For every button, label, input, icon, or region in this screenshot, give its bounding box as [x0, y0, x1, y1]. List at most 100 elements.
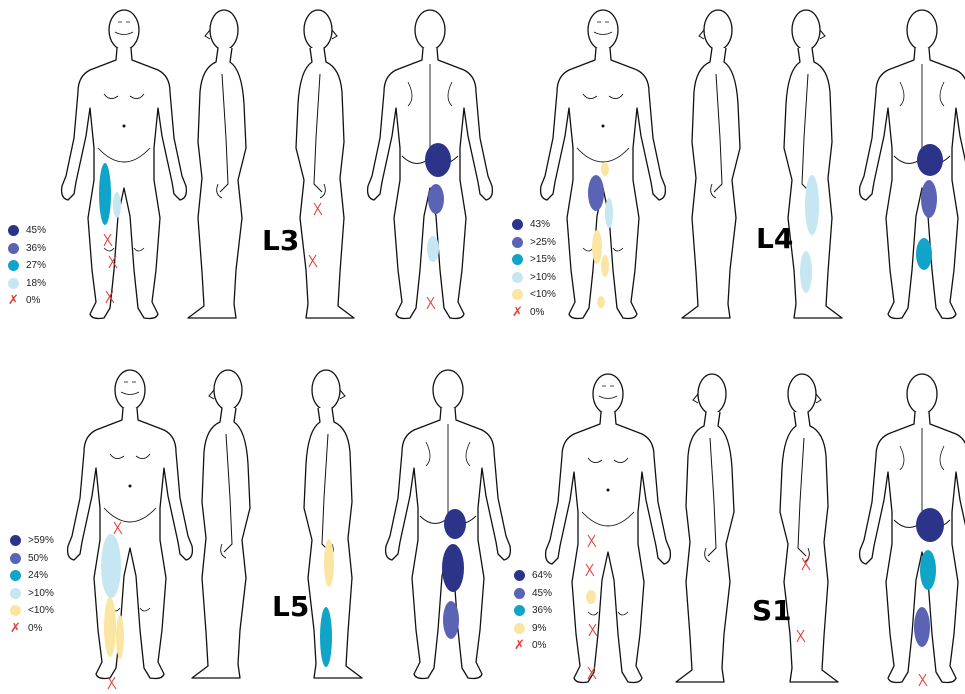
body-side-figure: [682, 10, 740, 318]
legend-swatch: [514, 623, 525, 634]
legend-label: 50%: [28, 553, 48, 564]
region-over59: [442, 544, 464, 592]
legend-swatch: [8, 243, 19, 254]
region-over25: [921, 180, 937, 218]
region-over25: [588, 175, 604, 211]
legend-item: >59%: [10, 532, 54, 550]
body-side-figure: [296, 10, 354, 318]
body-side-figure: [784, 10, 842, 318]
legend-item: 27%: [8, 257, 46, 275]
legend-item: 45%: [514, 585, 552, 603]
legend-label: 0%: [532, 640, 546, 651]
root-label-l4: L4: [756, 222, 793, 255]
legend-item: 9%: [514, 620, 552, 638]
region-under10: [104, 597, 116, 657]
region-under10: [601, 255, 609, 277]
legend-swatch: [514, 605, 525, 616]
legend-label: <10%: [28, 605, 54, 616]
legend-label: >10%: [530, 272, 556, 283]
legend-label: 0%: [28, 623, 42, 634]
body-side-figure: [304, 370, 362, 678]
region-over10: [605, 198, 613, 228]
legend-item: 36%: [514, 602, 552, 620]
legend-label: >15%: [530, 254, 556, 265]
legend-item: 24%: [10, 567, 54, 585]
body-side-figure: [192, 370, 250, 678]
panel-l5: [68, 370, 511, 689]
legend-item: >10%: [10, 585, 54, 603]
legend-l5: >59% 50% 24% >10% <10% ✗ 0%: [10, 532, 54, 637]
legend-label: 45%: [532, 588, 552, 599]
legend-label: 9%: [532, 623, 546, 634]
legend-item: ✗0%: [8, 292, 46, 310]
legend-label: >25%: [530, 237, 556, 248]
region-36: [920, 550, 936, 590]
legend-label: <10%: [530, 289, 556, 300]
region-45: [914, 607, 930, 647]
legend-swatch: [512, 289, 523, 300]
legend-swatch: [8, 278, 19, 289]
legend-swatch: [8, 225, 19, 236]
legend-label: 43%: [530, 219, 550, 230]
region-50: [443, 601, 459, 639]
x-mark-icon: ✗: [512, 307, 523, 318]
legend-item: 64%: [514, 567, 552, 585]
x-mark: [427, 297, 435, 309]
body-side-figure: [676, 374, 734, 682]
legend-item: ✗ 0%: [514, 637, 552, 655]
region-45: [425, 143, 451, 177]
legend-item: 36%: [8, 240, 46, 258]
region-over59: [444, 509, 466, 539]
region-under10: [324, 539, 334, 587]
region-24: [320, 607, 332, 667]
root-label-l5: L5: [272, 590, 309, 623]
region-under10: [592, 230, 602, 264]
root-label-s1: S1: [752, 594, 792, 627]
x-mark-icon: ✗: [8, 295, 19, 306]
region-over10: [800, 251, 812, 293]
legend-swatch: [514, 570, 525, 581]
legend-s1: 64% 45% 36% 9% ✗ 0%: [514, 567, 552, 655]
legend-item: ✗ 0%: [10, 620, 54, 638]
body-front-figure: [546, 374, 671, 683]
legend-label: 36%: [26, 243, 46, 254]
legend-label: 27%: [26, 260, 46, 271]
legend-swatch: [512, 254, 523, 265]
legend-l3: 45%36%27%18%✗0%: [8, 222, 46, 310]
legend-item: ✗ 0%: [512, 304, 556, 322]
legend-swatch: [514, 588, 525, 599]
region-over10: [101, 534, 121, 598]
body-side-figure: [780, 374, 838, 682]
region-43: [917, 144, 943, 176]
legend-item: <10%: [512, 286, 556, 304]
panel-l3: [62, 10, 493, 319]
legend-item: >25%: [512, 234, 556, 252]
body-front-figure: [68, 370, 193, 679]
legend-item: 43%: [512, 216, 556, 234]
legend-swatch: [8, 260, 19, 271]
root-label-l3: L3: [262, 224, 299, 257]
panel-l4: [541, 10, 965, 319]
legend-item: >10%: [512, 269, 556, 287]
legend-label: 24%: [28, 570, 48, 581]
region-under10: [597, 296, 605, 308]
legend-item: 18%: [8, 275, 46, 293]
legend-swatch: [512, 219, 523, 230]
x-mark: [919, 674, 927, 686]
legend-label: 0%: [530, 307, 544, 318]
legend-swatch: [10, 553, 21, 564]
legend-label: 18%: [26, 278, 46, 289]
legend-item: 50%: [10, 550, 54, 568]
legend-label: >59%: [28, 535, 54, 546]
body-back-figure: [860, 10, 965, 319]
x-mark-icon: ✗: [514, 640, 525, 651]
body-back-figure: [860, 374, 965, 683]
x-mark-icon: ✗: [10, 623, 21, 634]
legend-swatch: [512, 237, 523, 248]
legend-swatch: [10, 570, 21, 581]
body-front-figure: [62, 10, 187, 319]
region-36: [428, 184, 444, 214]
legend-swatch: [10, 535, 21, 546]
region-9: [586, 590, 596, 604]
legend-item: >15%: [512, 251, 556, 269]
